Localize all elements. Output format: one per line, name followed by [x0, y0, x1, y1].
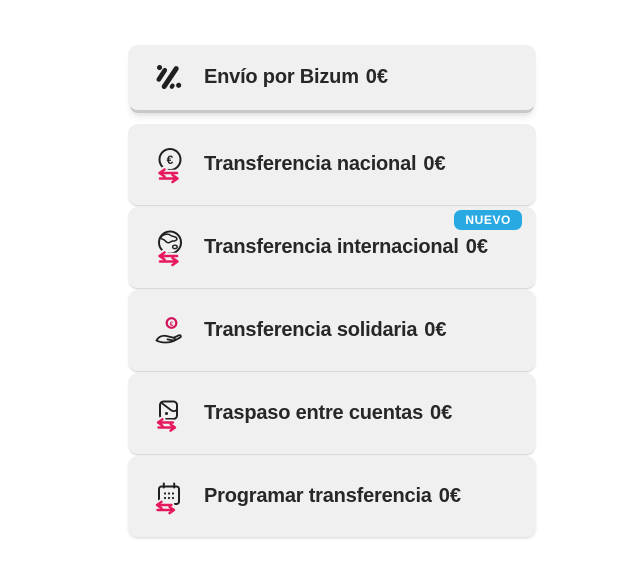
nuevo-badge: NUEVO: [454, 210, 522, 230]
menu-item-price: 0€: [365, 66, 389, 88]
menu-item-label: Traspaso entre cuentas: [204, 402, 424, 424]
menu-item-price: 0€: [465, 236, 488, 258]
menu-item-label: Envío por Bizum: [204, 66, 359, 88]
schedule-transfer-icon: [150, 478, 188, 516]
menu-item-transferencia-solidaria[interactable]: € Transferencia solidaria 0€: [128, 290, 536, 371]
national-transfer-icon: €: [150, 146, 188, 184]
transfer-options-stack: € Transferencia nacional 0€ NUEVO: [128, 124, 536, 537]
solidarity-transfer-icon: €: [150, 312, 188, 350]
menu-item-label: Transferencia internacional: [204, 236, 459, 258]
svg-text:€: €: [167, 153, 174, 167]
menu-item-label: Transferencia solidaria: [204, 319, 418, 341]
menu-item-price: 0€: [424, 319, 447, 341]
menu-item-transferencia-internacional[interactable]: NUEVO Transferencia internacional: [128, 207, 536, 288]
transfers-menu: Envío por Bizum 0€ €: [128, 45, 536, 539]
menu-item-price: 0€: [438, 485, 461, 507]
menu-item-label: Transferencia nacional: [204, 153, 417, 175]
svg-text:€: €: [170, 321, 174, 328]
menu-item-price: 0€: [423, 153, 446, 175]
bizum-icon: [150, 59, 188, 97]
account-transfer-icon: [150, 395, 188, 433]
menu-item-programar-transferencia[interactable]: Programar transferencia 0€: [128, 456, 536, 537]
menu-item-traspaso-entre-cuentas[interactable]: Traspaso entre cuentas 0€: [128, 373, 536, 454]
menu-item-bizum[interactable]: Envío por Bizum 0€: [128, 45, 536, 110]
menu-item-price: 0€: [430, 402, 453, 424]
international-transfer-icon: [150, 229, 188, 267]
menu-item-transferencia-nacional[interactable]: € Transferencia nacional 0€: [128, 124, 536, 205]
menu-item-label: Programar transferencia: [204, 485, 432, 507]
